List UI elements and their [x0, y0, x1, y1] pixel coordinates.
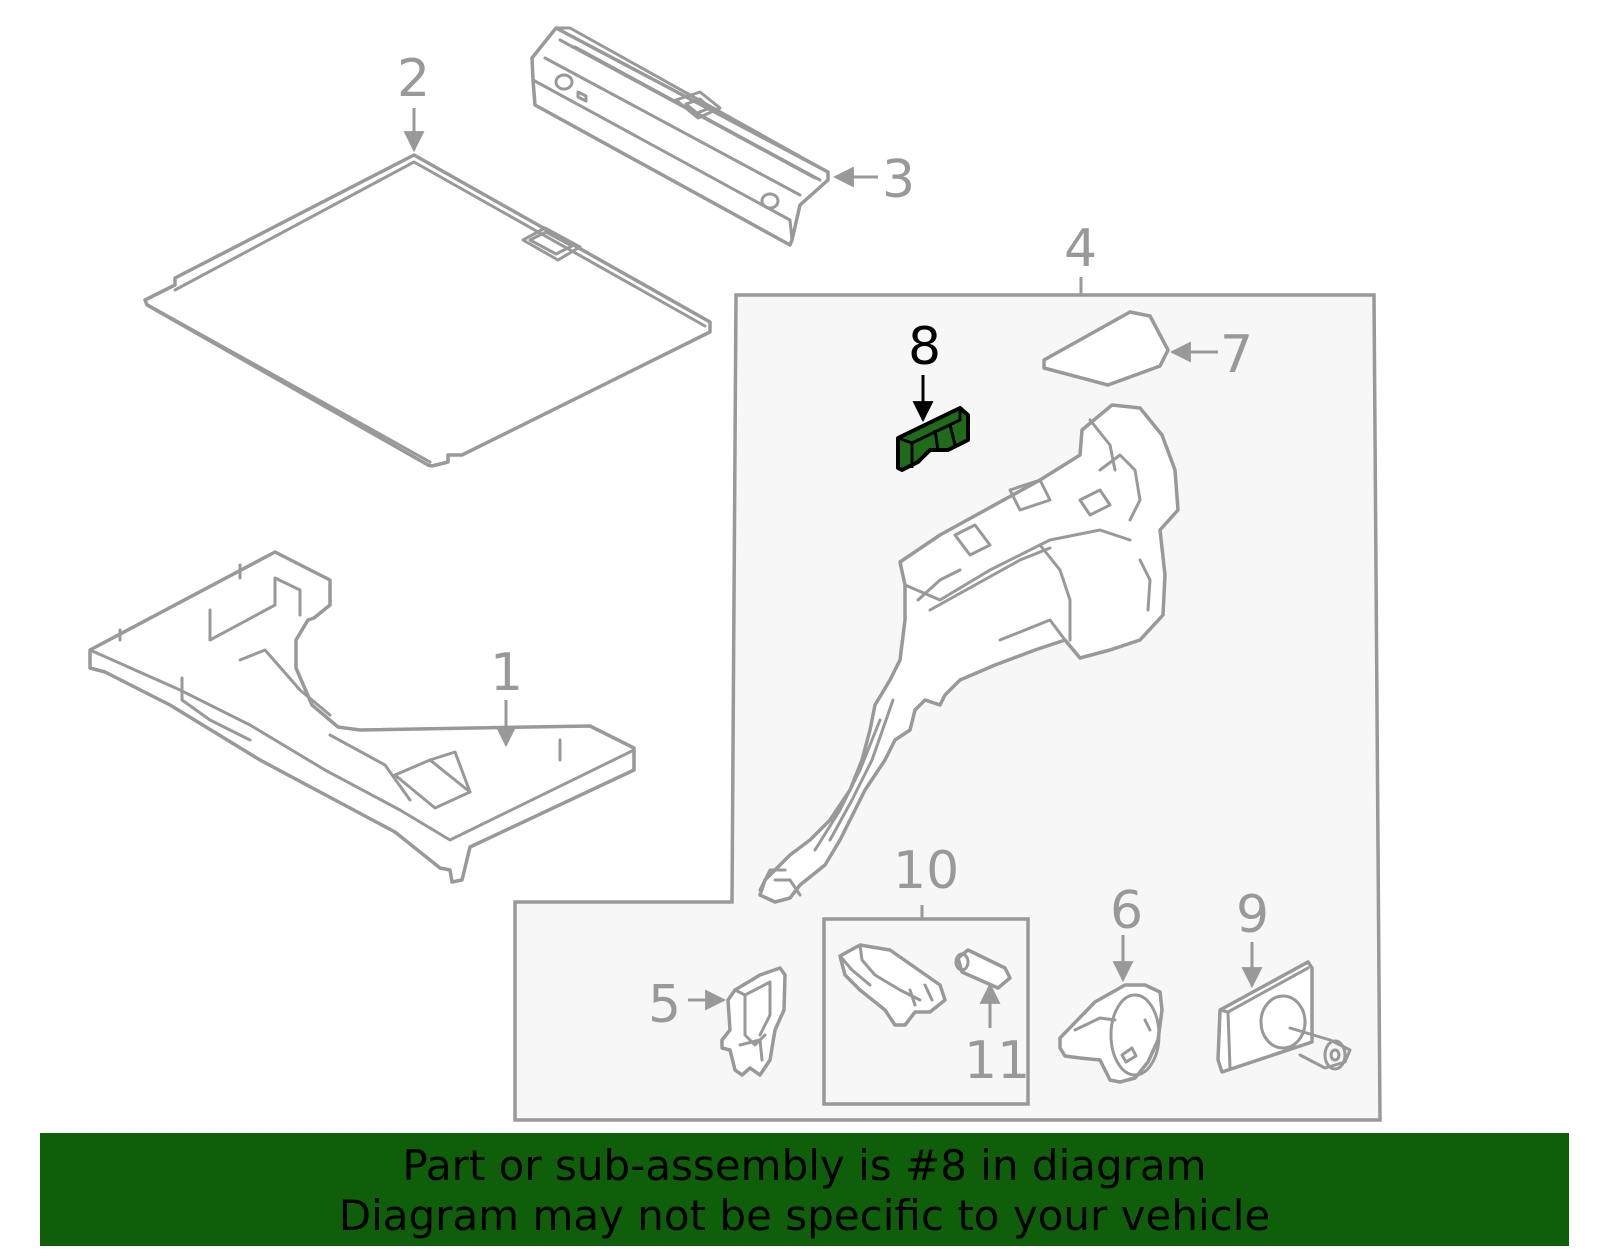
part-8-highlighted[interactable]	[896, 406, 970, 472]
part-10-cover[interactable]	[838, 943, 947, 1027]
part-4-quarter-trim[interactable]	[758, 403, 1180, 904]
part-11-plug[interactable]	[954, 948, 1012, 990]
part-7-cover-panel[interactable]	[1042, 310, 1170, 387]
part-1-storage-tray[interactable]	[88, 550, 636, 884]
banner-line-2: Diagram may not be specific to your vehi…	[338, 1191, 1271, 1240]
callout-5: 5	[648, 975, 681, 1035]
callout-10: 10	[893, 841, 959, 901]
part-3-sill-plate[interactable]	[530, 26, 830, 247]
banner-line-1: Part or sub-assembly is #8 in diagram	[402, 1141, 1207, 1190]
leader-lines	[403, 108, 1263, 1028]
callout-4: 4	[1064, 219, 1097, 279]
part-2-cargo-cover[interactable]	[143, 153, 712, 468]
part-6-cap[interactable]	[1058, 983, 1164, 1084]
part-9-socket[interactable]	[1216, 960, 1352, 1074]
callout-9: 9	[1236, 885, 1269, 945]
callout-7: 7	[1220, 325, 1253, 385]
info-banner: Part or sub-assembly is #8 in diagram Di…	[40, 1133, 1569, 1246]
callout-6: 6	[1110, 881, 1143, 941]
callout-1: 1	[490, 643, 523, 703]
callout-3: 3	[882, 150, 915, 210]
callout-2: 2	[397, 49, 430, 109]
callout-11: 11	[964, 1031, 1030, 1091]
callout-8: 8	[908, 317, 941, 377]
part-5-hook[interactable]	[720, 966, 787, 1077]
